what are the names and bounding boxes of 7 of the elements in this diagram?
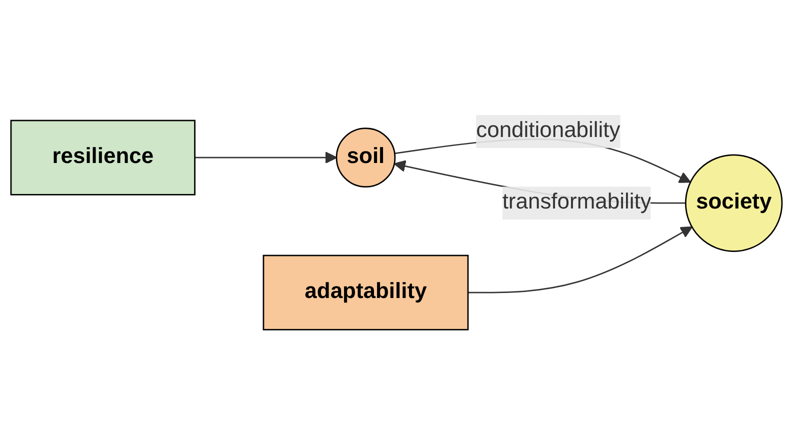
node-box (262, 254, 469, 331)
arrow (194, 152, 338, 164)
node-circle (684, 154, 783, 252)
diagram: conditionability transformability resilience soil society adaptability (0, 104, 793, 341)
node-circle (336, 128, 396, 188)
arrow (468, 226, 693, 294)
node-box (10, 120, 196, 196)
